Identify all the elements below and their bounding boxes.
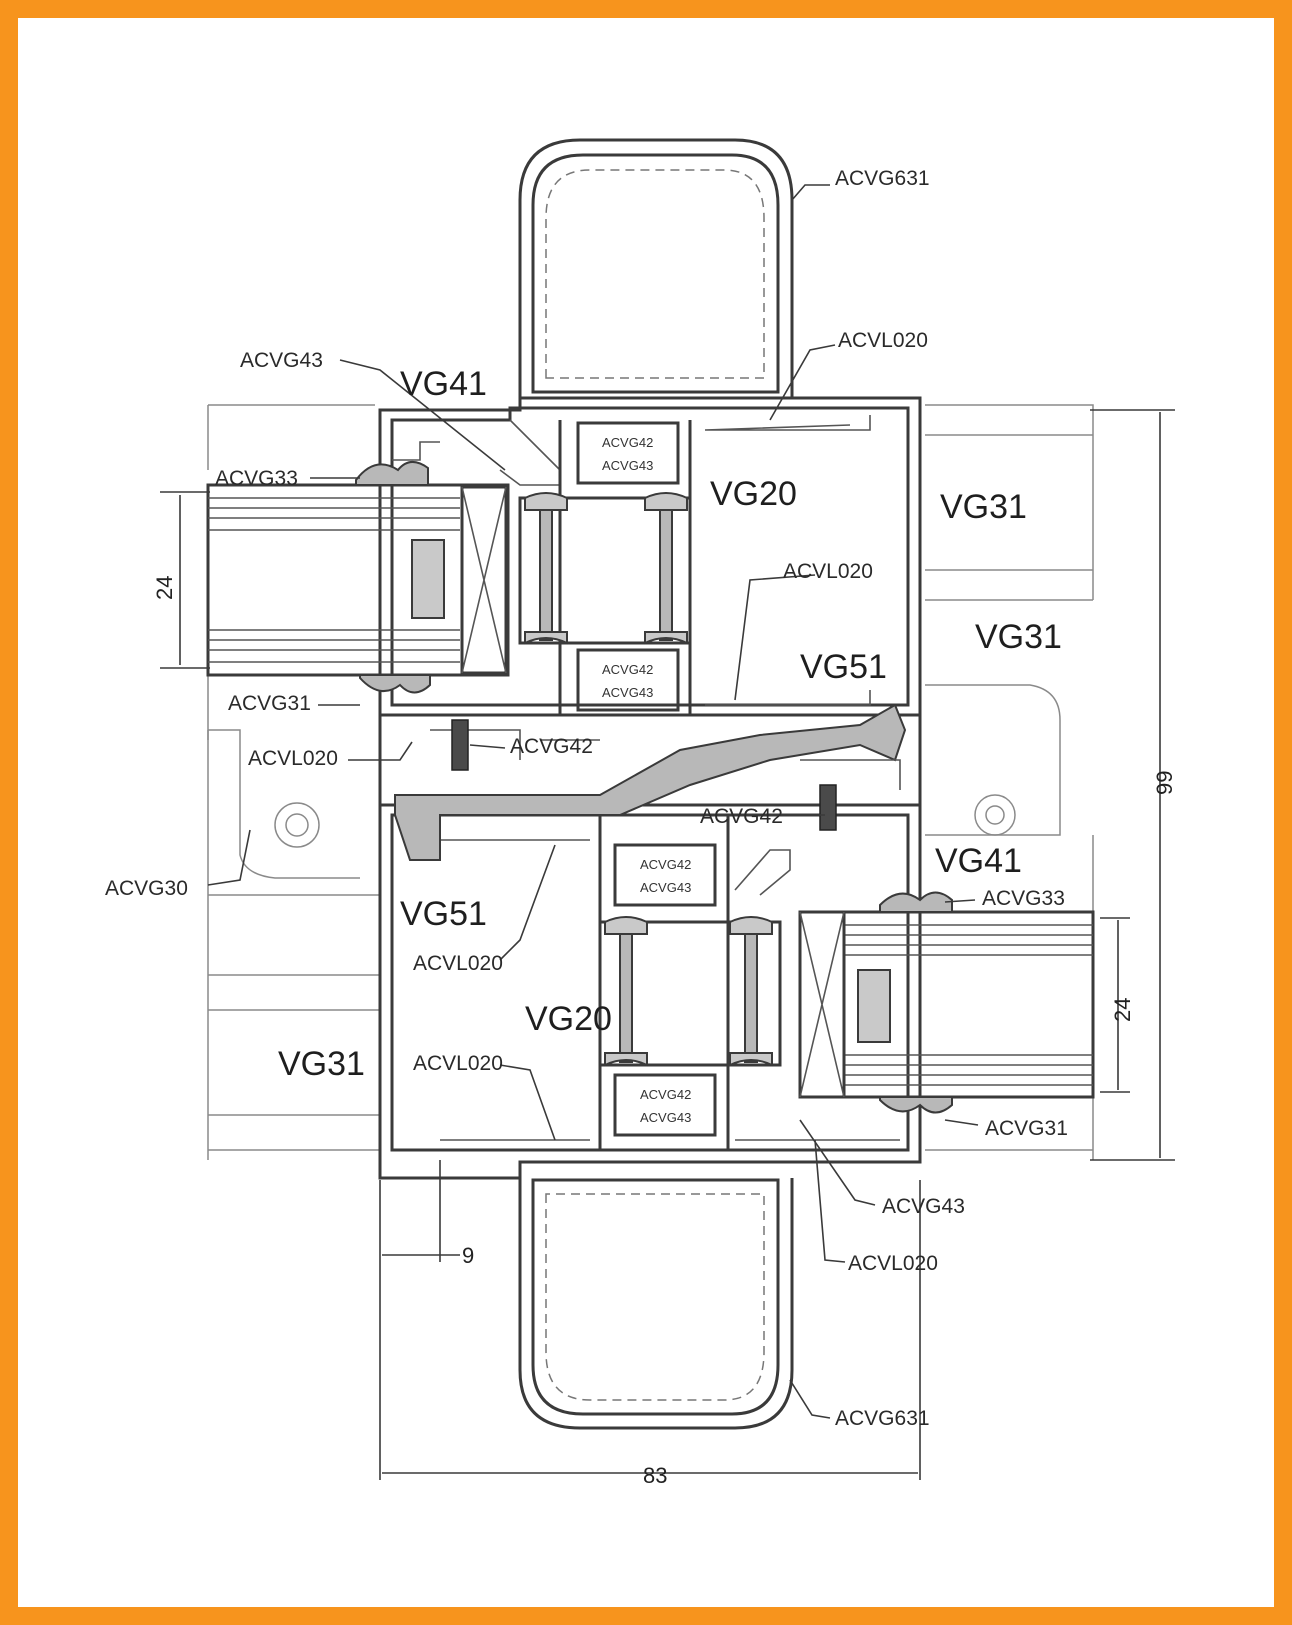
callout-acvg33-top: ACVG33 (215, 467, 298, 490)
box-b-label-1: ACVG42 (602, 662, 653, 677)
box-a-label-1: ACVG42 (602, 435, 653, 450)
label-vg31-top-b: VG31 (975, 618, 1062, 656)
callout-acvl020-left: ACVL020 (248, 747, 338, 770)
callout-acvg33-right: ACVG33 (982, 887, 1065, 910)
label-vg41-top: VG41 (400, 365, 487, 403)
label-vg31-top-a: VG31 (940, 488, 1027, 526)
callout-acvg631-bottom: ACVG631 (835, 1407, 930, 1430)
dimension-glass-left: 24 (152, 576, 177, 600)
callout-acvg43-top: ACVG43 (240, 349, 323, 372)
label-vg51-top: VG51 (800, 648, 887, 686)
lower-sash-profile (378, 803, 922, 1180)
box-c-label-2: ACVG43 (640, 880, 691, 895)
box-d-label-1: ACVG42 (640, 1087, 691, 1102)
label-vg20-bottom: VG20 (525, 1000, 612, 1038)
dimension-lines (160, 409, 1175, 1480)
callout-acvl020-bottom-left: ACVL020 (413, 1052, 503, 1075)
box-d-label-2: ACVG43 (640, 1110, 691, 1125)
label-vg20-top: VG20 (710, 475, 797, 513)
callout-acvg42-right: ACVG42 (700, 805, 783, 828)
callout-leaders (207, 184, 979, 1419)
dimension-glass-right: 24 (1110, 998, 1135, 1022)
callout-acvg31-left: ACVG31 (228, 692, 311, 715)
dimension-width: 83 (643, 1463, 667, 1488)
callout-acvg31-right: ACVG31 (985, 1117, 1068, 1140)
top-tube-profile (518, 138, 794, 398)
callout-acvg43-bottom: ACVG43 (882, 1195, 965, 1218)
callout-acvg631-top: ACVG631 (835, 167, 930, 190)
box-a-label-2: ACVG43 (602, 458, 653, 473)
dimension-offset: 9 (462, 1243, 474, 1268)
bottom-tube-profile (518, 1178, 794, 1430)
right-glazing-unit (798, 891, 1095, 1114)
label-vg31-bottom-left: VG31 (278, 1045, 365, 1083)
box-b-label-2: ACVG43 (602, 685, 653, 700)
callout-acvl020-mid-top: ACVL020 (783, 560, 873, 583)
callout-acvg30: ACVG30 (105, 877, 188, 900)
callout-acvl020-bottom: ACVL020 (848, 1252, 938, 1275)
dimension-height: 99 (1152, 771, 1177, 795)
interlock-profile (378, 703, 922, 861)
box-c-label-1: ACVG42 (640, 857, 691, 872)
label-vg41-bottom: VG41 (935, 842, 1022, 880)
callout-acvl020-top-right: ACVL020 (838, 329, 928, 352)
label-vg51-bottom: VG51 (400, 895, 487, 933)
adjacent-frame-outline (207, 404, 1094, 1160)
callout-acvg42-mid: ACVG42 (510, 735, 593, 758)
callout-acvl020-mid-bottom: ACVL020 (413, 952, 503, 975)
left-glazing-unit (206, 461, 510, 694)
